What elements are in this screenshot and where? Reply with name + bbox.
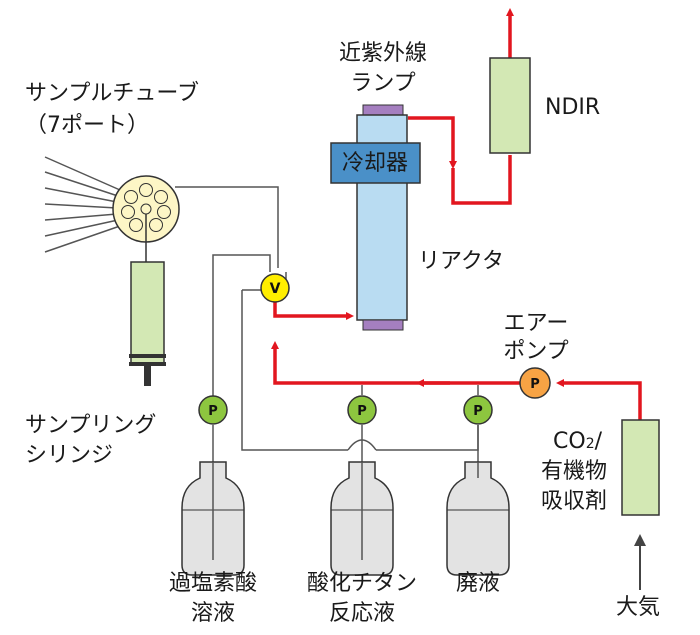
syringe-plunger-1 [129,354,166,358]
cooler-box [330,142,421,184]
absorber-column [621,419,660,516]
flow-absorber-to-pump [556,379,642,420]
port-2 [154,190,168,204]
pump-tio2[interactable]: P [347,395,377,425]
uv-lamp-bottom [362,319,404,331]
port-7 [124,190,138,204]
sample-line-2 [44,171,119,197]
sampling-syringe-label-1: サンプリング [25,413,156,438]
absorber-label-line2: 有機物 [541,459,607,484]
absorber-label: CO2/ 有機物 吸収剤 [541,429,607,514]
gas-flow-lines [271,8,642,420]
pump-tio2-symbol: P [357,404,367,419]
bottle-tio2 [330,461,394,576]
air-pump-circle[interactable] [519,367,551,399]
sample-line-3 [44,187,118,203]
bottle-tio2-label-1: 酸化チタン [307,571,417,596]
tube-to-valve [175,186,279,268]
sampling-syringe-label-2: シリンジ [25,443,113,468]
sample-line-7 [44,225,121,253]
flow-pump-to-valve [271,341,520,385]
atmosphere-label: 大気 [616,595,660,620]
sample-line-1 [44,156,121,191]
reactor-assembly: 冷却器 [330,104,421,331]
uv-lamp-cap [362,104,404,116]
air-pump-label-1: エアー [504,311,569,336]
valve-symbol: V [270,281,281,297]
absorber-slash: / [595,429,603,454]
uv-lamp-label-2: ランプ [350,71,415,96]
absorber-label-line1: CO2/ [553,429,603,454]
atmosphere-arrowhead [634,534,646,546]
gray-tubing [44,156,479,462]
bottle-tio2-label-2: 反応液 [329,601,395,626]
air-pump[interactable]: P [519,367,551,399]
reactor-label: リアクタ [418,249,504,274]
pump-waste-circle[interactable] [463,395,493,425]
sampling-syringe [129,261,166,386]
port-4 [149,218,163,232]
valve-circle[interactable] [260,273,290,303]
sample-line-6 [44,219,119,237]
bottle-acid [181,461,245,576]
sample-tube-label: サンプルチューブ [25,81,199,106]
bottle-waste-body [446,461,510,576]
absorber-co-subscript: 2 [586,436,595,452]
acid-to-valve [212,254,271,402]
sample-tube-manifold [112,175,180,262]
flow-cooler-to-ndir [451,155,512,205]
pump-acid-symbol: P [208,404,218,419]
port-center [140,203,152,215]
port-3 [157,205,171,219]
pump-waste-symbol: P [473,404,483,419]
valve[interactable]: V [260,273,290,303]
air-pump-label-2: ポンプ [503,339,568,364]
pump-acid[interactable]: P [198,395,228,425]
syringe-barrel [130,261,165,366]
syringe-plunger-2 [129,362,166,366]
syringe-rod [144,366,151,386]
port-6 [121,205,135,219]
bottle-waste [446,461,510,576]
absorber-co: CO [553,429,586,454]
bottle-acid-label-2: 溶液 [191,601,235,626]
ndir-label: NDIR [545,95,600,120]
flow-reactor-to-cooler [408,116,457,169]
air-pump-symbol: P [530,377,540,392]
bottle-acid-label-1: 過塩素酸 [169,571,257,596]
return-line-right [376,425,479,451]
absorber-label-line3: 吸収剤 [541,489,607,514]
uv-lamp-label-1: 近紫外線 [339,41,427,66]
sample-line-4 [44,203,118,209]
sample-tube-ports-label: （7ポート） [25,113,149,138]
port-5 [129,218,143,232]
sample-line-5 [44,213,118,221]
port-1 [139,183,153,197]
cooler-label: 冷却器 [342,151,408,176]
ndir-detector [489,57,531,154]
return-line-left [241,290,348,451]
pump-waste[interactable]: P [463,395,493,425]
pump-acid-circle[interactable] [198,395,228,425]
bottle-waste-label: 廃液 [456,571,500,596]
pump-tio2-circle[interactable] [347,395,377,425]
